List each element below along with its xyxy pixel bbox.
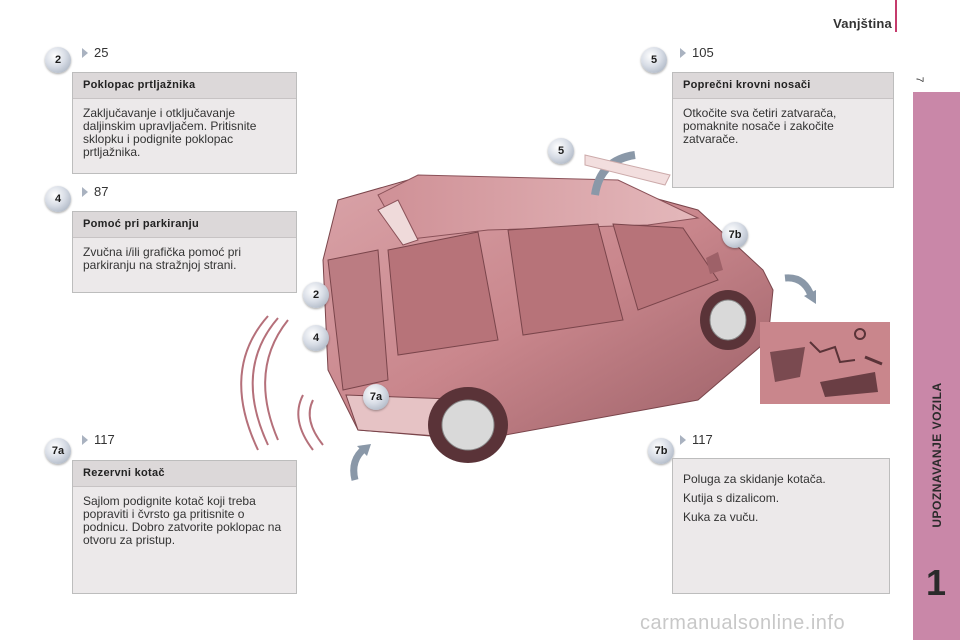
image-callout-parking: 4 bbox=[303, 325, 329, 351]
page-ref-value: 117 bbox=[692, 432, 713, 447]
chevron-right-icon bbox=[680, 47, 686, 58]
chevron-right-icon bbox=[82, 186, 88, 197]
chevron-right-icon bbox=[680, 434, 686, 445]
chevron-right-icon bbox=[82, 47, 88, 58]
section-title: Vanjština bbox=[833, 16, 892, 31]
image-callout-spare: 7a bbox=[363, 384, 389, 410]
info-box-parking: Pomoć pri parkiranju Zvučna i/ili grafič… bbox=[72, 211, 297, 293]
callout-badge-parking: 4 bbox=[45, 186, 71, 212]
callout-badge-tools: 7b bbox=[648, 438, 674, 464]
box-text-line: Poluga za skidanje kotača. bbox=[683, 472, 826, 486]
page-number: 7 bbox=[913, 76, 925, 83]
box-title: Rezervni kotač bbox=[73, 461, 296, 487]
watermark: carmanualsonline.info bbox=[640, 612, 846, 634]
box-text-line: Kutija s dizalicom. bbox=[683, 491, 780, 505]
info-box-trunk: Poklopac prtljažnika Zaključavanje i otk… bbox=[72, 72, 297, 174]
chapter-number: 1 bbox=[925, 562, 947, 603]
page-ref-parking: 87 bbox=[82, 184, 108, 199]
image-callout-tools: 7b bbox=[722, 222, 748, 248]
box-title: Poklopac prtljažnika bbox=[73, 73, 296, 99]
curved-arrow-icon bbox=[784, 274, 816, 304]
callout-badge-trunk: 2 bbox=[45, 47, 71, 73]
box-title: Poprečni krovni nosači bbox=[673, 73, 893, 99]
car-illustration bbox=[322, 174, 774, 463]
page-ref-value: 105 bbox=[692, 45, 714, 60]
box-text: Sajlom podignite kotač koji treba poprav… bbox=[83, 494, 282, 547]
box-text: Otkočite sva četiri zatvarača, pomaknite… bbox=[683, 106, 837, 146]
tools-image bbox=[760, 322, 890, 404]
info-box-roof: Poprečni krovni nosači Otkočite sva četi… bbox=[672, 72, 894, 188]
callout-badge-spare: 7a bbox=[45, 438, 71, 464]
info-box-tools: Poluga za skidanje kotača. Kutija s diza… bbox=[672, 458, 890, 594]
chapter-side-tab bbox=[913, 92, 960, 640]
page-ref-roof: 105 bbox=[680, 45, 714, 60]
chapter-side-label: UPOZNAVANJE VOZILA bbox=[913, 330, 960, 580]
header-accent-line bbox=[895, 0, 897, 32]
box-text: Zaključavanje i otključavanje daljinskim… bbox=[83, 106, 257, 159]
image-callout-trunk: 2 bbox=[303, 282, 329, 308]
callout-badge-roof: 5 bbox=[641, 47, 667, 73]
page-ref-value: 87 bbox=[94, 184, 109, 199]
page-ref-tools: 117 bbox=[680, 432, 713, 447]
page-ref-value: 25 bbox=[94, 45, 109, 60]
info-box-spare: Rezervni kotač Sajlom podignite kotač ko… bbox=[72, 460, 297, 594]
box-text: Zvučna i/ili grafička pomoć pri parkiran… bbox=[83, 245, 242, 272]
parking-sensor-waves bbox=[240, 315, 324, 451]
image-callout-roof: 5 bbox=[548, 138, 574, 164]
box-title: Pomoć pri parkiranju bbox=[73, 212, 296, 238]
box-text-line: Kuka za vuču. bbox=[683, 510, 759, 524]
curved-arrow-icon bbox=[350, 444, 371, 481]
roof-bar-detail bbox=[584, 151, 671, 196]
chapter-title: UPOZNAVANJE VOZILA bbox=[929, 382, 944, 528]
page-ref-trunk: 25 bbox=[82, 45, 108, 60]
page-ref-value: 117 bbox=[94, 432, 115, 447]
page-ref-spare: 117 bbox=[82, 432, 115, 447]
chevron-right-icon bbox=[82, 434, 88, 445]
